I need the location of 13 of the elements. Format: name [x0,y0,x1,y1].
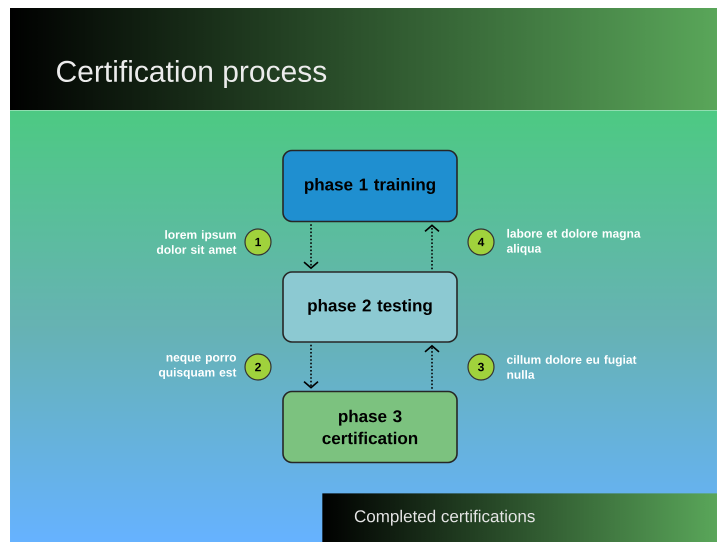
arrow [303,224,319,270]
side-note: labore et dolore magna aliqua [506,228,641,256]
phase-box: phase 2 testing [282,271,458,343]
arrow [424,344,440,389]
side-note: lorem ipsum dolor sit amet [156,230,236,254]
phase-box: phase 3 certification [282,390,458,464]
phase-box: phase 1 training [282,150,458,222]
panel-header: Completed certifications [354,510,535,526]
diagram-title: Certification process [57,60,326,88]
arrow [303,344,319,389]
arrow [424,224,440,270]
side-note: cillum dolore eu fugiat nulla [507,355,636,379]
side-note: neque porro quisquam est [158,355,236,379]
